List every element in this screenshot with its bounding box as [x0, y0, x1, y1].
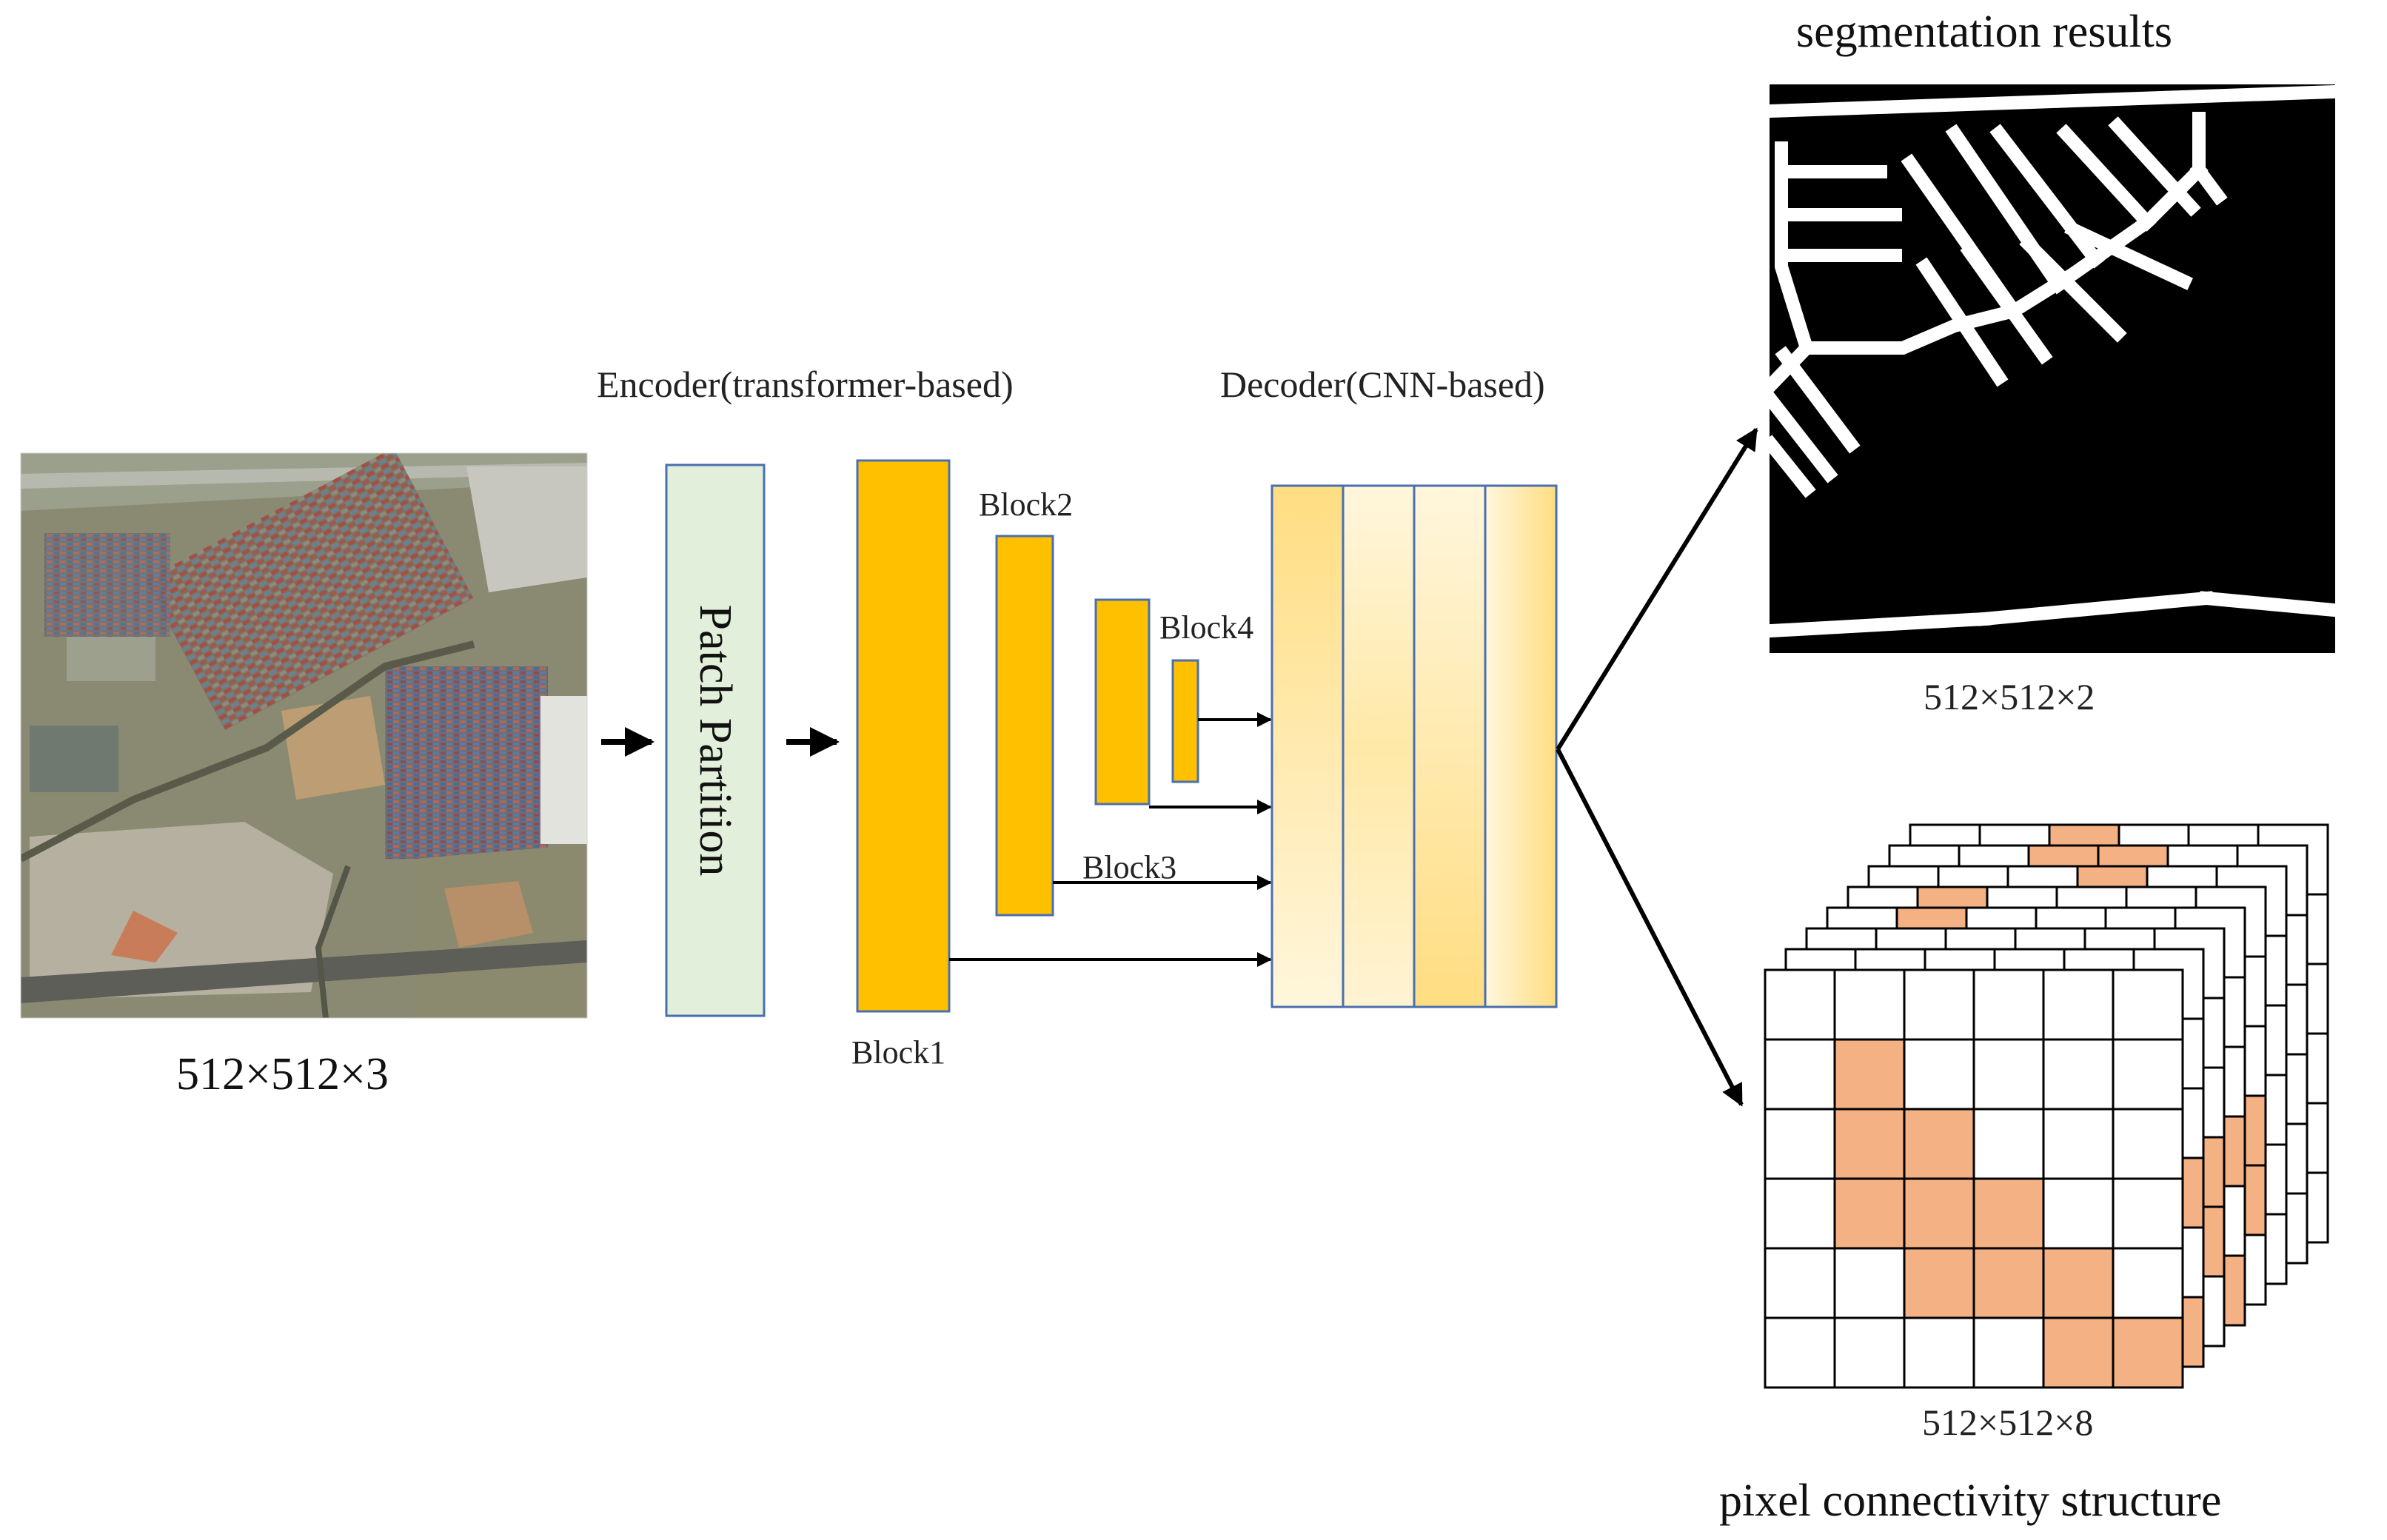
grid-cell: [1903, 1038, 1975, 1111]
grid-cell: [1903, 1177, 1975, 1250]
grid-cell: [1833, 1108, 1906, 1180]
encoder-block1: [856, 459, 951, 1013]
encoder-block3: [1094, 598, 1151, 806]
grid-cell: [2112, 1316, 2184, 1389]
grid-cell: [2042, 1177, 2115, 1250]
grid-cell: [1903, 1247, 1975, 1319]
grid-cell: [1972, 1247, 2045, 1319]
grid-cell: [2112, 1177, 2184, 1250]
satellite-input-image: [21, 453, 587, 1018]
input-dims: 512×512×3: [176, 1049, 389, 1099]
block3-label: Block3: [1082, 849, 1177, 886]
grid-cell: [2042, 1038, 2115, 1111]
patch-partition-label: Patch Partition: [690, 604, 740, 877]
grid-cell: [1764, 1038, 1836, 1111]
grid-cell: [1972, 1316, 2045, 1389]
grid-cell: [1833, 1316, 1906, 1389]
grid-cell: [2112, 1038, 2184, 1111]
grid-cell: [1833, 1177, 1906, 1250]
segmentation-mask: [1761, 84, 2341, 653]
patch-partition-box: [665, 463, 766, 1017]
grid-cell: [1833, 968, 1906, 1041]
grid-cell: [2112, 1247, 2184, 1319]
connectivity-dims: 512×512×8: [1922, 1402, 2094, 1443]
grid-cell: [1903, 968, 1975, 1041]
segmentation-dims: 512×512×2: [1924, 676, 2095, 717]
grid-cell: [1764, 1316, 1836, 1389]
grid-cell: [1972, 1177, 2045, 1250]
encoder-block2: [995, 535, 1054, 917]
grid-cell: [1764, 1247, 1836, 1319]
grid-cell: [2042, 1247, 2115, 1319]
encoder-title: Encoder(transformer-based): [597, 364, 1014, 405]
grid-cell: [1903, 1108, 1975, 1180]
grid-cell: [1972, 1108, 2045, 1180]
segmentation-title: segmentation results: [1796, 7, 2172, 57]
grid-cell: [1764, 968, 1836, 1041]
grid-cell: [1903, 1316, 1975, 1389]
grid-cell: [1833, 1247, 1906, 1319]
block2-label: Block2: [979, 486, 1074, 523]
grid-cell: [1972, 968, 2045, 1041]
grid-cell: [2112, 1108, 2184, 1180]
block4-label: Block4: [1159, 609, 1254, 646]
arrow-decoder-to-connectivity: [1556, 748, 1744, 1107]
grid-cell: [1833, 1038, 1906, 1111]
grid-cell: [1764, 1177, 1836, 1250]
block1-label: Block1: [851, 1034, 946, 1071]
grid-cell: [2042, 1108, 2115, 1180]
connectivity-grid-front: [1764, 968, 2184, 1389]
encoder-block4: [1171, 659, 1199, 783]
decoder-box: [1270, 484, 1558, 1008]
grid-cell: [1764, 1108, 1836, 1180]
decoder-title: Decoder(CNN-based): [1220, 364, 1545, 405]
pixel-connectivity-stack: [1764, 823, 2329, 1389]
grid-cell: [1972, 1038, 2045, 1111]
grid-cell: [2042, 968, 2115, 1041]
grid-cell: [2112, 968, 2184, 1041]
arrow-decoder-to-segmentation: [1556, 427, 1758, 751]
grid-cell: [2042, 1316, 2115, 1389]
connectivity-title: pixel connectivity structure: [1719, 1476, 2222, 1526]
